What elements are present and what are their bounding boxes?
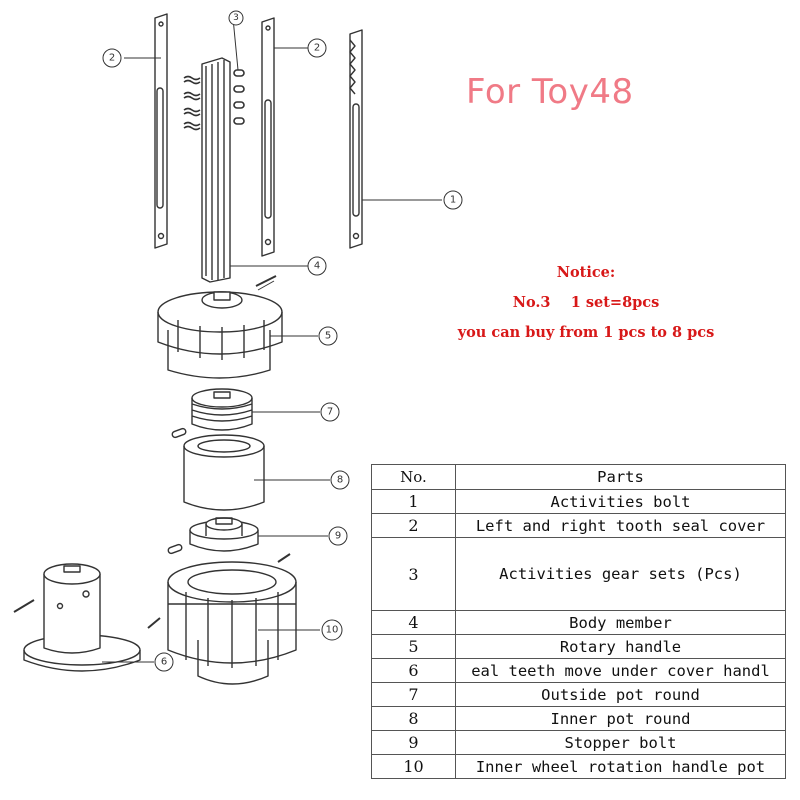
- part-10-handle-pot: [167, 561, 297, 685]
- part-9-stopper-bolt: [189, 517, 259, 552]
- callout-3: 3: [233, 13, 239, 23]
- part-2-right-plate: [261, 17, 275, 257]
- part-8-inner-pot-round: [183, 434, 265, 511]
- pin: [171, 427, 187, 439]
- row-part: Left and right tooth seal cover: [455, 513, 786, 538]
- row-part: Rotary handle: [455, 634, 786, 659]
- part-6-cover-handle: [23, 563, 141, 672]
- callout-10: 10: [326, 625, 339, 636]
- row-part: Body member: [455, 610, 786, 635]
- pins: [13, 543, 291, 629]
- part-5-rotary-handle: [157, 291, 283, 379]
- callout-2-left: 2: [109, 53, 115, 64]
- row-no: 8: [371, 706, 456, 731]
- column-header-parts: Parts: [455, 464, 786, 490]
- row-part: Activities gear sets (Pcs): [455, 537, 786, 611]
- notice-line-1: No.3 1 set=8pcs: [512, 294, 660, 311]
- column-header-no: No.: [371, 464, 456, 490]
- notice-heading: Notice:: [556, 264, 616, 281]
- part-2-left-plate: [154, 13, 168, 249]
- page-title: For Toy48: [466, 72, 634, 112]
- callout-1: 1: [450, 195, 456, 206]
- row-part: Activities bolt: [455, 489, 786, 514]
- row-part: Inner wheel rotation handle pot: [455, 754, 786, 779]
- row-no: 2: [371, 513, 456, 538]
- row-part: Stopper bolt: [455, 730, 786, 755]
- callout-8: 8: [337, 475, 343, 486]
- row-no: 4: [371, 610, 456, 635]
- table-header-row: No. Parts: [371, 464, 786, 490]
- callout-4: 4: [314, 261, 320, 272]
- row-no: 7: [371, 682, 456, 707]
- notice-line-2: you can buy from 1 pcs to 8 pcs: [457, 324, 715, 341]
- callout-7: 7: [327, 407, 333, 418]
- part-1-plate: [349, 29, 363, 249]
- part-4-body-member: [201, 57, 231, 283]
- callout-6: 6: [161, 657, 167, 668]
- row-no: 10: [371, 754, 456, 779]
- set-screw: [255, 275, 277, 291]
- notice-box: Notice: No.3 1 set=8pcs you can buy from…: [436, 258, 736, 348]
- callout-5: 5: [325, 331, 331, 342]
- row-part: Inner pot round: [455, 706, 786, 731]
- row-no: 6: [371, 658, 456, 683]
- callout-9: 9: [335, 531, 341, 542]
- part-7-outside-pot-round: [191, 388, 253, 431]
- row-no: 5: [371, 634, 456, 659]
- row-no: 3: [371, 537, 456, 611]
- row-part: Outside pot round: [455, 682, 786, 707]
- callout-2-right: 2: [314, 43, 320, 54]
- row-part: eal teeth move under cover handl: [455, 658, 786, 683]
- part-3-gear-pins: [183, 69, 245, 131]
- row-no: 9: [371, 730, 456, 755]
- row-no: 1: [371, 489, 456, 514]
